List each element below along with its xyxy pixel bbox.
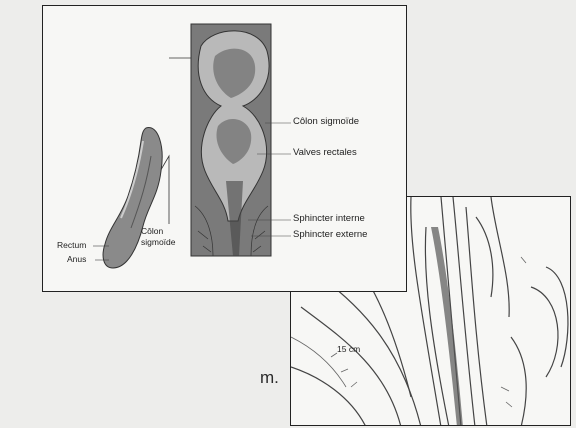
label-colon-sigmoide-right: Côlon sigmoïde — [293, 116, 359, 127]
label-sphincter-interne: Sphincter interne — [293, 213, 365, 224]
rectum-anatomy-figure: Côlon sigmoïde Valves rectales Sphincter… — [42, 5, 407, 292]
label-colon-sigmoide-left: Côlon sigmoïde — [141, 226, 176, 248]
partial-text-m: m. — [260, 368, 279, 388]
label-rectum: Rectum — [57, 240, 86, 250]
label-sphincter-externe: Sphincter externe — [293, 229, 367, 240]
label-valves-rectales: Valves rectales — [293, 147, 357, 158]
label-anus: Anus — [67, 254, 86, 264]
measurement-label: 15 cm — [337, 344, 360, 354]
